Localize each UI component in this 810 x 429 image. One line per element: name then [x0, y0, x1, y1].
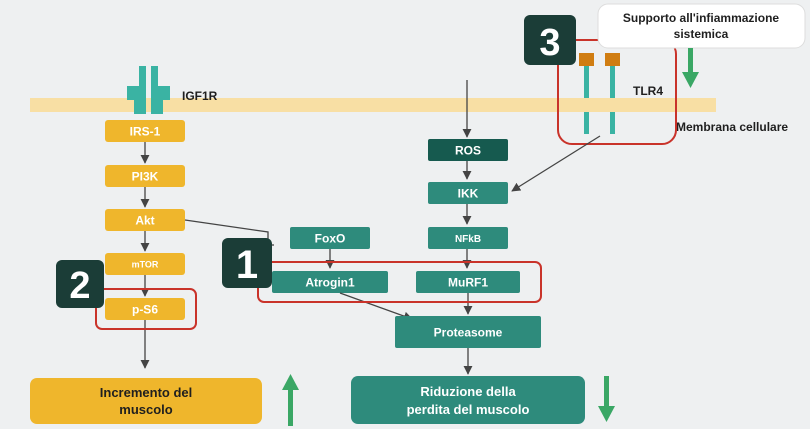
box-mtor: mTOR	[105, 253, 185, 275]
box-proteasome: Proteasome	[395, 316, 541, 348]
badge-2: 2	[56, 260, 104, 308]
svg-text:mTOR: mTOR	[132, 260, 159, 270]
svg-text:MuRF1: MuRF1	[448, 276, 488, 290]
svg-text:Akt: Akt	[135, 214, 154, 228]
svg-text:p-S6: p-S6	[132, 303, 158, 317]
box-ros: ROS	[428, 139, 508, 161]
box-murf1: MuRF1	[416, 271, 520, 293]
svg-text:Proteasome: Proteasome	[434, 326, 503, 340]
box-atrogin1: Atrogin1	[272, 271, 388, 293]
outcome-muscle-increase: Incremento del muscolo	[30, 378, 262, 424]
svg-text:FoxO: FoxO	[315, 232, 346, 246]
box-akt: Akt	[105, 209, 185, 231]
svg-text:NFkB: NFkB	[455, 234, 481, 245]
tlr4-ikk-arrow	[511, 135, 601, 192]
svg-text:ROS: ROS	[455, 144, 481, 158]
highlight-box-2	[95, 288, 197, 330]
outcome-muscle-loss-reduction: Riduzione della perdita del muscolo	[351, 376, 585, 424]
igf1r-receptor	[127, 66, 170, 114]
green-arrow-down-top	[682, 48, 699, 88]
svg-text:IRS-1: IRS-1	[130, 125, 161, 139]
badge-1: 1	[222, 238, 272, 288]
svg-text:PI3K: PI3K	[132, 170, 159, 184]
igf1r-label: IGF1R	[182, 89, 218, 103]
tlr4-label: TLR4	[633, 84, 663, 98]
box-foxo: FoxO	[290, 227, 370, 249]
svg-text:Supporto all'infiammazione: Supporto all'infiammazione	[623, 11, 780, 25]
box-irs1: IRS-1	[105, 120, 185, 142]
svg-text:3: 3	[539, 22, 560, 64]
svg-text:sistemica: sistemica	[674, 27, 729, 41]
svg-text:muscolo: muscolo	[119, 402, 173, 417]
green-arrow-up-left	[282, 374, 299, 426]
svg-text:Incremento del: Incremento del	[100, 385, 192, 400]
cell-membrane	[30, 98, 716, 112]
green-arrow-down-right	[598, 376, 615, 422]
membrane-label: Membrana cellulare	[676, 120, 788, 134]
svg-text:IKK: IKK	[458, 187, 479, 201]
proteasome-arrows	[339, 292, 473, 375]
svg-text:Riduzione della: Riduzione della	[420, 384, 516, 399]
svg-text:1: 1	[236, 243, 258, 287]
svg-text:2: 2	[69, 265, 90, 307]
tlr4-receptor	[579, 53, 620, 134]
badge-3: 3	[524, 15, 576, 65]
svg-text:Atrogin1: Atrogin1	[305, 276, 355, 290]
box-pi3k: PI3K	[105, 165, 185, 187]
box-ikk: IKK	[428, 182, 508, 204]
box-ps6: p-S6	[105, 298, 185, 320]
svg-text:perdita del muscolo: perdita del muscolo	[407, 402, 530, 417]
box-nfkb: NFkB	[428, 227, 508, 249]
systemic-inflammation-callout: Supporto all'infiammazione sistemica	[597, 3, 806, 49]
